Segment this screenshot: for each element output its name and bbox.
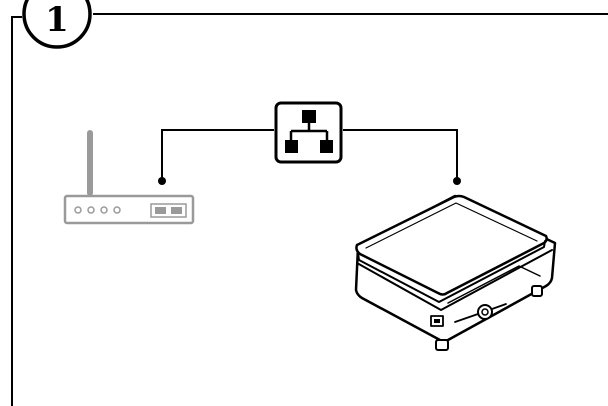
step-badge: 1 xyxy=(22,0,92,49)
hub-device-power-connector xyxy=(454,303,507,323)
router-ethernet-ports xyxy=(150,203,187,218)
router-port-1 xyxy=(155,207,166,214)
hub-device xyxy=(354,194,557,351)
router xyxy=(63,130,195,225)
lan-network-icon xyxy=(274,101,343,164)
step-number: 1 xyxy=(45,0,69,40)
router-connection-point xyxy=(158,177,166,185)
router-antenna xyxy=(87,130,93,196)
device-connection-point xyxy=(453,177,461,185)
network-cable xyxy=(161,129,458,180)
step-frame xyxy=(11,13,608,406)
router-port-2 xyxy=(171,207,182,214)
router-indicator-lights xyxy=(74,206,121,214)
hub-device-port xyxy=(430,315,444,327)
